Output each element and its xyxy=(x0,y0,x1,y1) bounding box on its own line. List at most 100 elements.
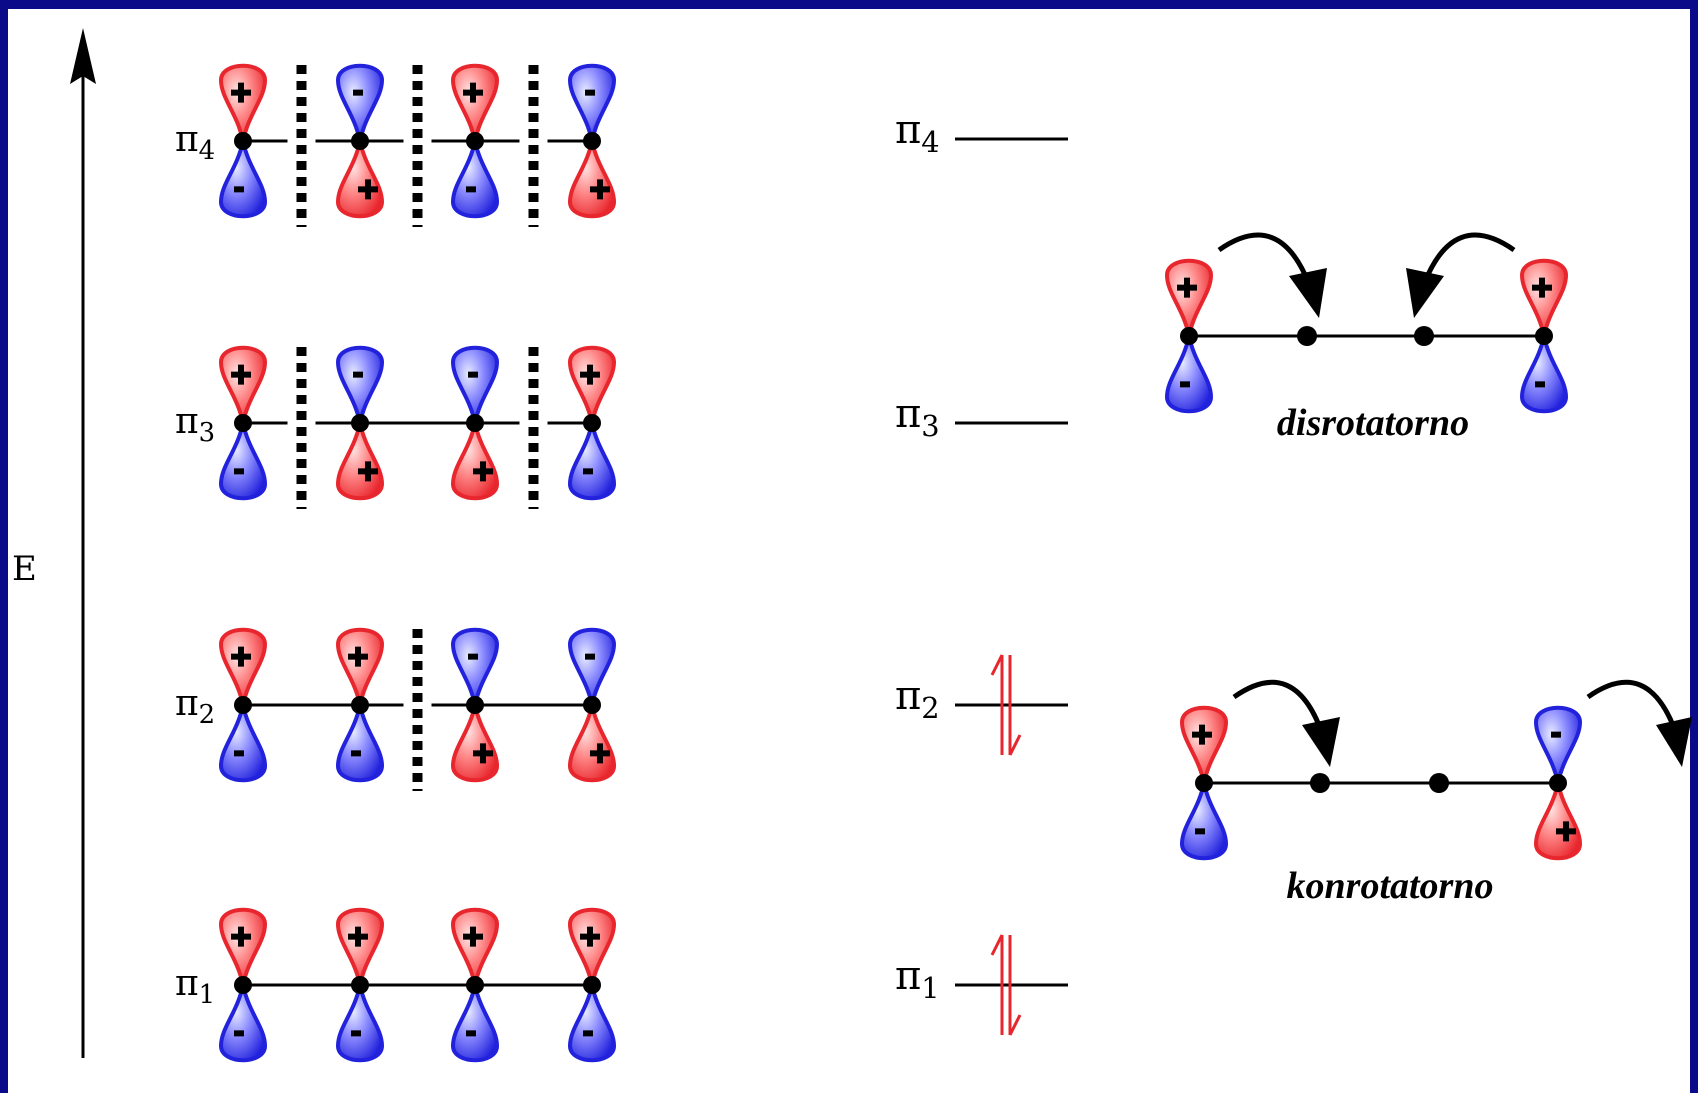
minus-sign xyxy=(466,1030,476,1037)
orbital-lobe-bottom xyxy=(1179,782,1229,861)
mode-label: konrotatorno xyxy=(1287,865,1494,907)
plus-sign xyxy=(238,646,244,667)
orbital-lobe-top xyxy=(1519,258,1569,337)
orbital-lobe-bottom xyxy=(218,704,268,783)
orbital-lobe-bottom xyxy=(567,704,617,783)
minus-sign xyxy=(1535,381,1545,388)
p-orbital xyxy=(567,907,617,1063)
carbon-atom xyxy=(1414,326,1434,346)
minus-sign xyxy=(351,1030,361,1037)
plus-sign xyxy=(365,461,371,482)
minus-sign xyxy=(1180,381,1190,388)
carbon-atom xyxy=(234,414,252,432)
carbon-atom xyxy=(466,696,484,714)
minus-sign xyxy=(351,750,361,757)
plus-sign xyxy=(470,926,476,947)
p-orbital xyxy=(450,627,500,783)
rotation-modes: disrotatorno konrotatorno xyxy=(1164,232,1692,907)
orbital-lobe-top xyxy=(1164,258,1214,337)
orbital-lobe-top xyxy=(335,345,385,424)
carbon-atom xyxy=(583,132,601,150)
orbital-lobe-bottom xyxy=(567,140,617,219)
orbital-lobe-top xyxy=(1533,705,1583,784)
orbital-lobe-top xyxy=(567,907,617,986)
plus-sign xyxy=(1539,277,1545,298)
energy-level-pi4: π4 xyxy=(895,107,1068,159)
p-orbital xyxy=(567,63,617,219)
rotation-arrow xyxy=(1421,232,1516,285)
orbital-lobe-top xyxy=(450,63,500,142)
pi-label: π4 xyxy=(895,107,940,159)
carbon-atom xyxy=(234,132,252,150)
carbon-atom xyxy=(1297,326,1317,346)
p-orbital xyxy=(1179,705,1229,861)
minus-sign xyxy=(583,468,593,475)
carbon-atom xyxy=(234,976,252,994)
orbital-lobe-bottom xyxy=(450,422,500,501)
p-orbital xyxy=(450,63,500,219)
orbital-row-pi1: π1 xyxy=(175,907,617,1063)
carbon-atom xyxy=(1535,327,1553,345)
orbital-lobe-top xyxy=(335,627,385,706)
minus-sign xyxy=(234,750,244,757)
carbon-atom xyxy=(351,976,369,994)
orbital-lobe-top xyxy=(1179,705,1229,784)
orbital-lobe-bottom xyxy=(1164,335,1214,414)
minus-sign xyxy=(353,89,363,96)
rotation-arrow xyxy=(1232,679,1325,734)
minus-sign xyxy=(583,1030,593,1037)
plus-sign xyxy=(597,179,603,200)
carbon-atom xyxy=(466,414,484,432)
plus-sign xyxy=(1563,821,1569,842)
plus-sign xyxy=(587,364,593,385)
orbital-lobe-top xyxy=(218,63,268,142)
orbital-lobe-bottom xyxy=(218,422,268,501)
orbital-row-pi4: π4 xyxy=(175,63,617,227)
plus-sign xyxy=(480,743,486,764)
orbital-lobe-bottom xyxy=(335,422,385,501)
pi-label: π2 xyxy=(175,683,215,730)
pi-label: π1 xyxy=(895,953,940,1005)
orbital-lobe-bottom xyxy=(335,704,385,783)
rotation-arrow xyxy=(1217,232,1312,285)
orbital-lobe-top xyxy=(567,627,617,706)
minus-sign xyxy=(585,89,595,96)
minus-sign xyxy=(234,1030,244,1037)
minus-sign xyxy=(466,186,476,193)
p-orbital xyxy=(1519,258,1569,414)
energy-level-pi3: π3 xyxy=(895,391,1068,443)
carbon-atom xyxy=(466,976,484,994)
mode-konrotatorno: konrotatorno xyxy=(1179,679,1692,907)
p-orbital xyxy=(335,345,385,501)
orbital-lobe-top xyxy=(218,345,268,424)
minus-sign xyxy=(468,371,478,378)
orbital-lobe-top xyxy=(450,627,500,706)
orbital-lobe-bottom xyxy=(567,422,617,501)
orbital-lobe-bottom xyxy=(335,140,385,219)
p-orbital xyxy=(218,63,268,219)
orbital-lobe-top xyxy=(335,907,385,986)
carbon-atom xyxy=(351,696,369,714)
orbital-rows: π4 π3 π2 π1 xyxy=(175,63,617,1063)
orbital-lobe-bottom xyxy=(335,984,385,1063)
orbital-row-pi3: π3 xyxy=(175,345,617,509)
carbon-atom xyxy=(1180,327,1198,345)
carbon-atom xyxy=(583,696,601,714)
plus-sign xyxy=(355,926,361,947)
p-orbital xyxy=(1533,705,1583,861)
pi-label: π4 xyxy=(175,119,215,166)
orbital-lobe-bottom xyxy=(450,140,500,219)
plus-sign xyxy=(1199,724,1205,745)
orbital-lobe-top xyxy=(335,63,385,142)
p-orbital xyxy=(1164,258,1214,414)
p-orbital xyxy=(335,63,385,219)
p-orbital xyxy=(335,627,385,783)
mode-disrotatorno: disrotatorno xyxy=(1164,232,1569,444)
p-orbital xyxy=(567,627,617,783)
minus-sign xyxy=(1195,828,1205,835)
orbital-lobe-bottom xyxy=(450,984,500,1063)
carbon-atom xyxy=(351,132,369,150)
plus-sign xyxy=(365,179,371,200)
carbon-atom xyxy=(1195,774,1213,792)
